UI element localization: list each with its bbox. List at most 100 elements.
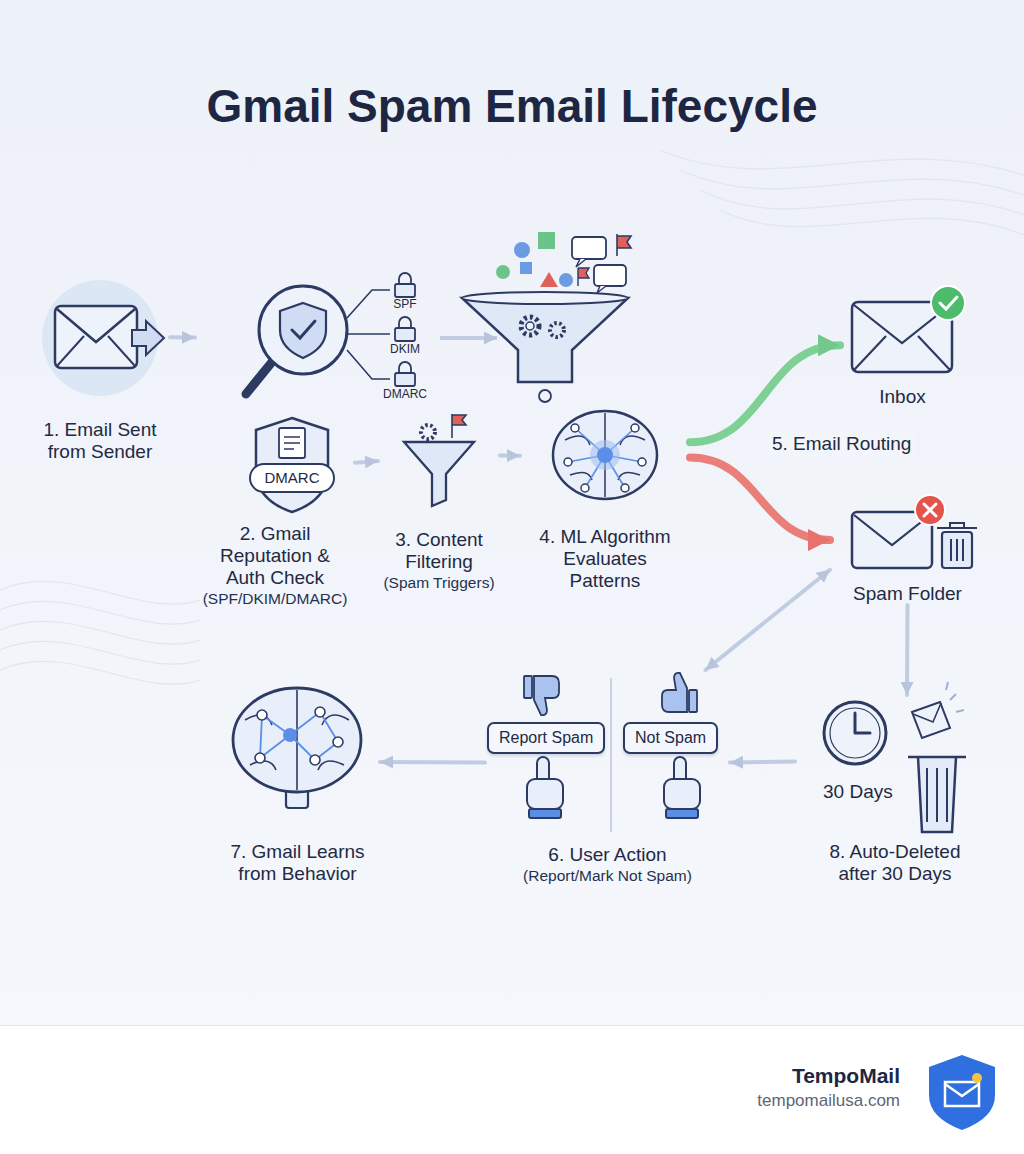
spam-route-arrow bbox=[690, 458, 830, 540]
filter-funnel-small-part bbox=[404, 442, 474, 506]
trash-with-envelope-icon-part bbox=[913, 703, 941, 722]
inbox-route-arrow bbox=[690, 345, 840, 442]
learning-brain-icon bbox=[233, 688, 361, 808]
trash-with-envelope-icon-part bbox=[908, 757, 966, 832]
trash-with-envelope-icon-part bbox=[912, 702, 950, 738]
envelope-send-icon-part bbox=[57, 336, 135, 366]
node-label: 30 Days bbox=[823, 781, 893, 803]
flow-arrow bbox=[500, 453, 520, 457]
ml-brain-icon-part bbox=[597, 447, 613, 463]
spam-trigger-shapes-part bbox=[520, 262, 532, 274]
background-waves bbox=[0, 150, 1024, 684]
node-label: Spam Folder bbox=[853, 583, 962, 605]
spam-trigger-shapes-part bbox=[594, 265, 626, 286]
envelope-send-icon bbox=[42, 280, 164, 396]
thumbs-icons-part bbox=[534, 676, 559, 715]
envelope-send-icon-part bbox=[57, 309, 135, 342]
filter-funnel-small-part bbox=[452, 414, 466, 438]
ml-brain-icon-part bbox=[564, 424, 646, 492]
learning-brain-icon-part-part bbox=[255, 753, 265, 763]
filter-funnel-large-part bbox=[550, 323, 564, 337]
button-text: Not Spam bbox=[635, 728, 706, 748]
ml-brain-icon-part-part bbox=[581, 484, 589, 492]
background-waves-part bbox=[680, 170, 1024, 195]
filter-funnel-large-part bbox=[462, 298, 628, 382]
spam-trigger-shapes-part bbox=[572, 237, 606, 259]
trash-with-envelope-icon-part bbox=[946, 682, 964, 712]
lock-icons-part bbox=[395, 284, 415, 297]
background-waves-part bbox=[720, 210, 1024, 235]
node-label: Inbox bbox=[879, 386, 925, 408]
spam-folder-node: Spam Folder bbox=[830, 495, 985, 605]
brand-url: tempomailusa.com bbox=[690, 1091, 900, 1111]
filter-funnel-large-part bbox=[521, 317, 539, 335]
dmarc-badge-part bbox=[284, 437, 300, 449]
learning-brain-icon-part bbox=[260, 712, 338, 760]
ml-brain-icon-part bbox=[565, 413, 645, 497]
node-sublabel: (Report/Mark Not Spam) bbox=[523, 866, 692, 885]
filter-funnel-large bbox=[462, 292, 628, 402]
spam-trigger-shapes-part bbox=[597, 286, 606, 293]
ml-brain-icon-part bbox=[590, 440, 620, 470]
pointer-hands-part bbox=[529, 809, 561, 818]
thumbs-icons-part bbox=[662, 673, 687, 712]
learning-brain-icon-part bbox=[255, 707, 343, 765]
node-sublabel: (Spam Triggers) bbox=[383, 573, 494, 592]
ml-brain-icon-part-part bbox=[564, 458, 572, 466]
flow-arrow bbox=[380, 760, 485, 764]
node-label: 2. Gmail Reputation & Auth Check bbox=[205, 523, 345, 589]
ml-brain-icon-part-part bbox=[571, 424, 579, 432]
background-waves-part bbox=[0, 641, 200, 664]
trash-with-envelope-icon bbox=[908, 682, 966, 832]
thumbs-icons-part bbox=[524, 676, 532, 698]
protocol-label: DKIM bbox=[383, 342, 427, 356]
flow-arrow bbox=[905, 605, 910, 695]
background-waves-part bbox=[660, 150, 1024, 175]
flow-arrow bbox=[170, 335, 195, 339]
background-waves-part bbox=[0, 661, 200, 684]
magnifier-icon-part bbox=[347, 290, 390, 379]
spam-trigger-shapes-part bbox=[617, 234, 631, 256]
clock-icon bbox=[824, 702, 886, 764]
magnifier-icon bbox=[246, 286, 390, 394]
learning-brain-icon-part-part bbox=[315, 707, 325, 717]
action-button: Not Spam bbox=[623, 722, 718, 754]
background-waves-part bbox=[0, 581, 200, 604]
button-text: Report Spam bbox=[499, 728, 593, 748]
spam-trigger-shapes-part bbox=[514, 242, 530, 258]
learning-brain-icon-part bbox=[283, 728, 297, 742]
learning-brain-icon-part bbox=[245, 690, 349, 790]
node-label: 6. User Action bbox=[548, 844, 666, 866]
inbox-node: Inbox bbox=[840, 285, 965, 408]
trash-with-envelope-icon-part bbox=[927, 768, 947, 822]
inbox-envelope-icon bbox=[852, 286, 965, 372]
magnifier-icon-part bbox=[280, 303, 326, 358]
clock-icon-part bbox=[855, 713, 870, 733]
lock-icons-part bbox=[399, 273, 411, 284]
step-node: 7. Gmail Learns from Behavior bbox=[215, 680, 380, 885]
spam-trigger-shapes-part bbox=[578, 268, 589, 286]
flow-arrow bbox=[730, 760, 795, 765]
filter-funnel-small-part bbox=[421, 425, 435, 439]
flow-arrow bbox=[440, 336, 497, 340]
brand-logo-part bbox=[929, 1055, 995, 1130]
dmarc-badge-part bbox=[279, 428, 305, 458]
routing-label: 5. Email Routing bbox=[768, 432, 915, 456]
lock-icons-part bbox=[395, 373, 415, 386]
filter-funnel-small bbox=[404, 414, 474, 506]
learning-brain-icon-part-part bbox=[333, 737, 343, 747]
ml-brain-icon-part-part bbox=[621, 484, 629, 492]
ml-brain-icon-part bbox=[568, 428, 642, 488]
learning-brain-icon-part bbox=[233, 688, 361, 792]
divider-line bbox=[610, 678, 612, 832]
inbox-envelope-icon-part bbox=[931, 286, 965, 320]
step-node: 2. Gmail Reputation & Auth Check(SPF/DKI… bbox=[195, 270, 355, 608]
spam-folder-icon-part bbox=[924, 504, 936, 516]
envelope-send-icon-part bbox=[132, 321, 164, 355]
filter-funnel-large-part bbox=[539, 390, 551, 402]
flow-arrow bbox=[706, 570, 831, 670]
step-node: 1. Email Sent from Sender bbox=[30, 278, 170, 463]
node-label: 7. Gmail Learns from Behavior bbox=[223, 841, 373, 885]
spam-trigger-shapes-part bbox=[576, 259, 586, 267]
